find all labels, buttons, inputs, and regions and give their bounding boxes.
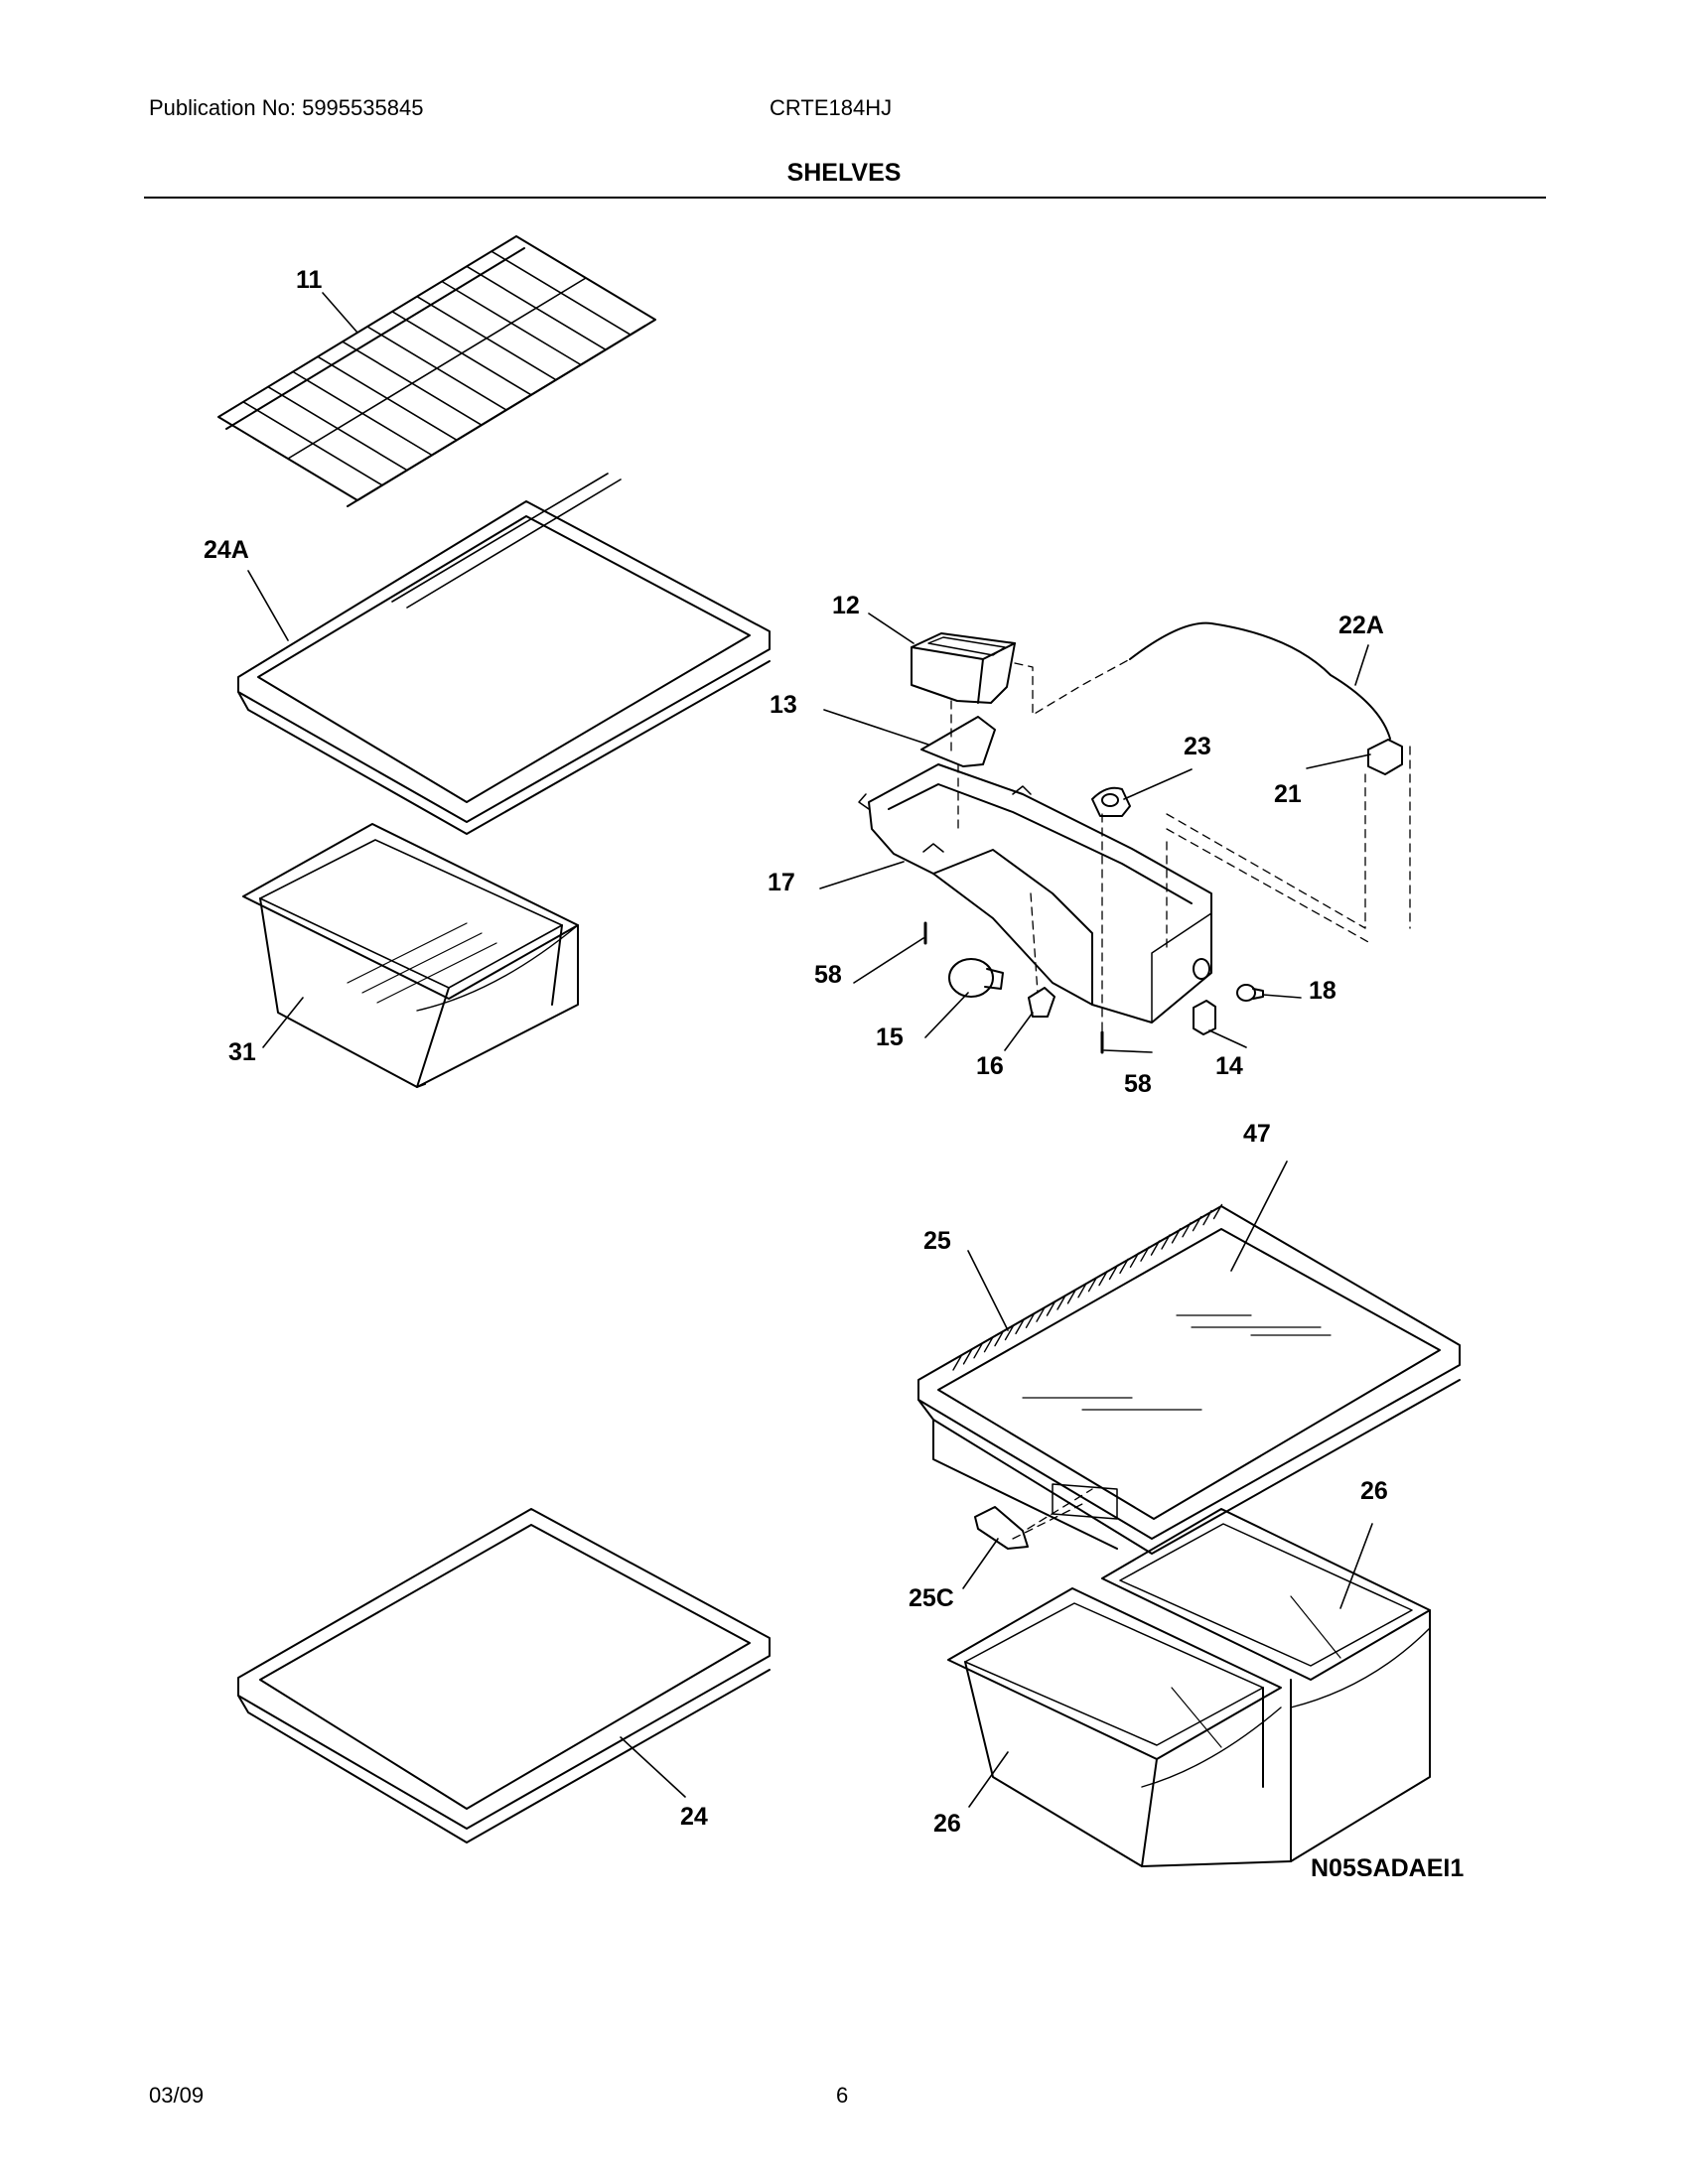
glass-shelf [237, 1508, 771, 1843]
diagram-code: N05SADAEI1 [1311, 1854, 1465, 1882]
callout-22A: 22A [1338, 612, 1384, 639]
light-bulb [948, 958, 1004, 998]
callout-14: 14 [1215, 1052, 1243, 1080]
callout-labels: 11 24A 12 22A 13 23 21 17 58 18 15 16 14 58 31 47 25 26 25… [204, 266, 1388, 1838]
control-knob [1236, 984, 1264, 1002]
leader-lines [247, 292, 1373, 1808]
vent-slot [1119, 1258, 1129, 1275]
control-housing [858, 763, 1212, 1024]
callout-26: 26 [1360, 1477, 1388, 1505]
vent-slot [1150, 1240, 1161, 1256]
vent-slot [962, 1349, 973, 1365]
callout-23: 23 [1184, 733, 1211, 760]
wire-center-bar [287, 277, 587, 460]
vent-slot [1140, 1246, 1150, 1262]
callout-16: 16 [976, 1052, 1004, 1080]
section-title: SHELVES [786, 159, 902, 187]
callout-31: 31 [228, 1038, 256, 1066]
model-number: CRTE184HJ [770, 95, 893, 120]
harness-connector [1367, 739, 1403, 775]
vent-slot [1004, 1324, 1015, 1341]
vent-slot [1108, 1264, 1119, 1281]
callout-18: 18 [1309, 977, 1336, 1005]
assembly-guides [950, 658, 1411, 1033]
thermostat [1091, 786, 1131, 817]
crisper-drawer-pair [947, 1508, 1431, 1867]
wire-shelf [217, 235, 656, 507]
light-switch [1193, 1000, 1216, 1035]
callout-24: 24 [680, 1803, 708, 1831]
callout-47: 47 [1243, 1120, 1271, 1148]
callout-13: 13 [770, 691, 797, 719]
callout-17: 17 [768, 869, 795, 896]
vent-slot [1212, 1203, 1223, 1220]
wire-harness [1129, 621, 1391, 740]
vent-slot [1129, 1252, 1140, 1268]
vent-slot [1025, 1312, 1036, 1328]
vent-slot [1098, 1270, 1108, 1287]
callout-58: 58 [814, 961, 842, 989]
callout-25C: 25C [909, 1584, 954, 1612]
vent-slot [983, 1337, 994, 1353]
vent-slot [973, 1343, 983, 1359]
light-lens [920, 716, 996, 767]
page-number: 6 [836, 2083, 849, 2108]
callout-15: 15 [876, 1024, 904, 1051]
footer-date: 03/09 [149, 2083, 205, 2108]
vent-slot [1087, 1277, 1098, 1293]
light-shield [911, 632, 1016, 704]
shelf-clip [974, 1488, 1093, 1550]
vent-slot [1036, 1306, 1046, 1322]
callout-11: 11 [296, 266, 323, 294]
callout-58: 58 [1124, 1070, 1152, 1098]
publication-number: Publication No: 5995535845 [149, 95, 424, 120]
vent-slot [1192, 1216, 1202, 1232]
callout-26: 26 [933, 1810, 961, 1838]
vent-slot [1046, 1300, 1056, 1316]
vent-slot [1077, 1283, 1087, 1298]
vent-slot [1202, 1209, 1212, 1226]
vent-slot [1056, 1295, 1066, 1310]
vent-slot [1182, 1222, 1192, 1238]
vent-slot [994, 1330, 1004, 1347]
header-rule [144, 197, 1546, 199]
callout-25: 25 [923, 1227, 951, 1255]
callout-24A: 24A [204, 536, 249, 564]
screw [923, 921, 1104, 1054]
vent-slot [1171, 1228, 1182, 1244]
callout-12: 12 [832, 592, 860, 619]
callout-21: 21 [1274, 780, 1302, 808]
vent-slot [1066, 1289, 1077, 1304]
crisper-drawer [242, 823, 579, 1088]
glass-shelf-with-divider [237, 473, 771, 835]
vent-slot [952, 1355, 962, 1371]
vent-slot [1161, 1234, 1171, 1250]
glass-shelf-with-vent-grille [917, 1203, 1461, 1555]
vent-slot [1015, 1318, 1025, 1335]
